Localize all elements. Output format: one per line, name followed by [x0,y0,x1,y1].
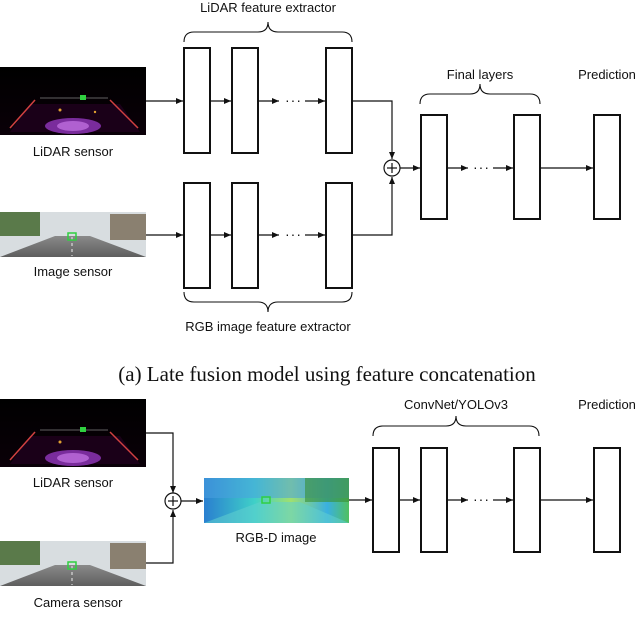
rgb-layer-1 [183,182,211,289]
network-brace [372,415,540,437]
rgbd-image [204,478,349,523]
lidar-ellipsis: ··· [285,92,302,108]
prediction-box-bottom [593,447,621,553]
arrow-lidar-to-fusion-bottom [146,432,176,493]
prediction-label-top: Prediction [578,67,636,82]
arrow-camera-to-fusion-bottom [146,510,176,564]
figure-caption: (a) Late fusion model using feature conc… [118,362,536,386]
final-layer-1 [420,114,448,220]
circle-plus-icon [164,492,182,510]
final-layer-n [513,114,541,220]
lidar-sensor-label-top: LiDAR sensor [33,144,114,159]
camera-sensor-label-bottom: Camera sensor [34,595,124,610]
net-layer-1 [372,447,400,553]
final-layers-label: Final layers [447,67,514,82]
lidar-sensor-image-top [0,67,146,135]
final-ellipsis: ··· [473,159,490,175]
net-layer-n [513,447,541,553]
rgb-extractor-brace [183,291,353,313]
lidar-layer-2 [231,47,259,154]
lidar-layer-n [325,47,353,154]
rgbd-label: RGB-D image [236,530,317,545]
camera-sensor-image-bottom [0,541,146,586]
rgb-extractor-label: RGB image feature extractor [185,319,351,334]
prediction-label-bottom: Prediction [578,397,636,412]
network-label: ConvNet/YOLOv3 [404,397,508,412]
net-ellipsis: ··· [473,491,490,507]
lidar-sensor-image-bottom [0,399,146,467]
image-sensor-image-top [0,212,146,257]
lidar-extractor-label: LiDAR feature extractor [200,0,337,15]
lidar-extractor-brace [183,21,353,43]
net-layer-2 [420,447,448,553]
arrow-rgb-to-fusion [352,177,395,236]
lidar-sensor-label-bottom: LiDAR sensor [33,475,114,490]
rgb-ellipsis: ··· [285,226,302,242]
lidar-layer-1 [183,47,211,154]
rgb-layer-2 [231,182,259,289]
rgb-layer-n [325,182,353,289]
prediction-box-top [593,114,621,220]
arrow-lidar-to-fusion [352,100,395,159]
final-layers-brace [419,83,541,105]
circle-plus-icon [383,159,401,177]
image-sensor-label-top: Image sensor [34,264,113,279]
